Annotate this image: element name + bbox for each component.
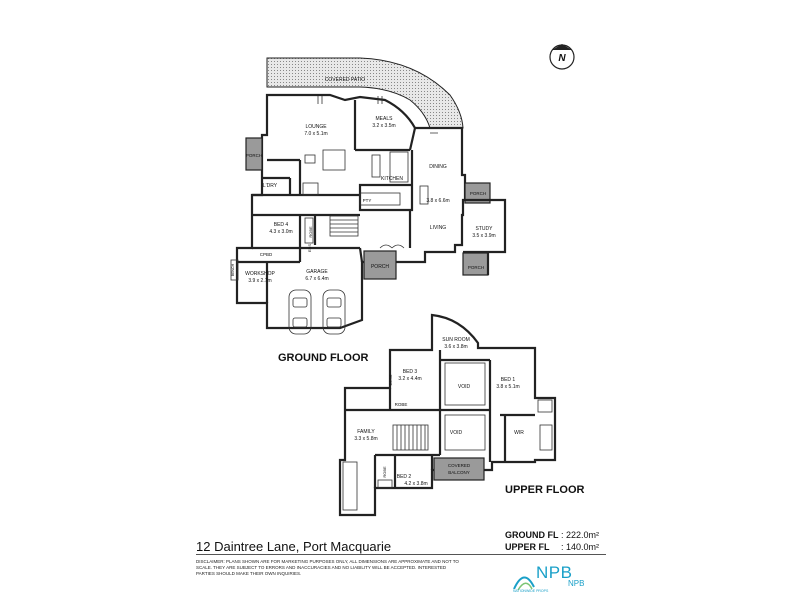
ground-fl-area-label: GROUND FL <box>505 530 559 540</box>
label-dining: DINING <box>429 164 447 170</box>
label-bed1-dim: 3.8 x 5.1m <box>496 384 519 390</box>
label-family: FAMILY <box>357 429 375 435</box>
label-porch-front: PORCH <box>371 264 389 270</box>
label-bench: BENCH <box>231 263 235 276</box>
label-bed2-dim: 4.2 x 3.8m <box>404 481 427 487</box>
npb-logo-icon <box>513 576 535 591</box>
label-porch-east: PORCH <box>470 191 486 196</box>
upper-floor-title: UPPER FLOOR <box>505 484 585 496</box>
label-bed4: BED 4 <box>274 222 289 228</box>
porch-east <box>464 182 491 204</box>
north-compass-icon: N <box>549 44 575 70</box>
label-sun-room-dim: 3.6 x 3.8m <box>444 344 467 350</box>
logo-text: NPB <box>536 563 573 582</box>
label-study-dim: 3.5 x 3.9m <box>472 233 495 239</box>
ground-fl-area-value: : 222.0m² <box>561 530 600 540</box>
label-garage-dim: 6.7 x 6.4m <box>305 276 328 282</box>
label-living-dim: 3.8 x 6.6m <box>426 198 449 204</box>
upper-fl-area-value: : 140.0m² <box>561 542 600 552</box>
ground-floor-plan <box>230 57 507 335</box>
label-ldry: L'DRY <box>263 183 278 189</box>
label-covered-balcony-1: COVERED <box>448 463 471 468</box>
upper-floor-plan <box>338 313 557 517</box>
label-wir: WIR <box>514 430 524 436</box>
label-bed2: BED 2 <box>397 474 412 480</box>
label-living: LIVING <box>430 225 447 231</box>
logo-sub-text: NPB <box>568 579 585 588</box>
logo-small-text: NATIONWIDE PROPS <box>513 589 549 593</box>
label-kitchen: KITCHEN <box>381 176 403 182</box>
label-robe-uf2: ROBE <box>382 466 387 478</box>
label-garage: GARAGE <box>306 269 328 275</box>
porch-south <box>462 252 489 276</box>
label-meals-dim: 3.2 x 3.5m <box>372 123 395 129</box>
upper-floor-labels: SUN ROOM 3.6 x 3.8m BED 3 3.2 x 4.4m DES… <box>354 337 524 487</box>
label-void-1: VOID <box>458 384 471 390</box>
label-pty: PTY <box>363 198 372 203</box>
porch-west <box>245 137 263 171</box>
footer-divider <box>196 554 606 555</box>
north-label: N <box>558 53 566 64</box>
label-robe-gf: ROBE <box>308 226 313 238</box>
label-robe-uf: ROBE <box>395 402 408 407</box>
label-bed1: BED 1 <box>501 377 516 383</box>
covered-patio-area <box>266 57 464 129</box>
label-bed3: BED 3 <box>403 369 418 375</box>
label-workshop: WORKSHOP <box>245 271 275 277</box>
label-ens: ENS <box>307 244 312 253</box>
label-sun-room: SUN ROOM <box>442 337 470 343</box>
property-address: 12 Daintree Lane, Port Macquarie <box>196 539 392 554</box>
label-lounge-dim: 7.0 x 5.1m <box>304 131 327 137</box>
label-bed3-dim: 3.2 x 4.4m <box>398 376 421 382</box>
label-void-2: VOID <box>450 430 463 436</box>
ground-floor-title: GROUND FLOOR <box>278 352 369 364</box>
disclaimer-text: Disclaimer: plans shown are for marketin… <box>196 559 459 576</box>
label-family-dim: 3.3 x 5.8m <box>354 436 377 442</box>
label-bed4-dim: 4.3 x 3.0m <box>269 229 292 235</box>
label-study: STUDY <box>476 226 494 232</box>
garage-cars <box>288 289 346 335</box>
ground-floor-labels: COVERED PATIO LOUNGE 7.0 x 5.1m MEALS 3.… <box>231 77 496 284</box>
label-covered-patio: COVERED PATIO <box>325 77 365 83</box>
label-porch-south: PORCH <box>468 265 484 270</box>
label-workshop-dim: 3.9 x 2.7m <box>248 278 271 284</box>
label-covered-balcony-2: BALCONY <box>448 470 470 475</box>
label-meals: MEALS <box>376 116 394 122</box>
label-lounge: LOUNGE <box>305 124 327 130</box>
label-porch-west: PORCH <box>246 153 262 158</box>
covered-balcony <box>433 457 485 481</box>
upper-fl-area-label: UPPER FL <box>505 542 550 552</box>
porch-front <box>363 250 397 280</box>
label-desk: DESK <box>388 374 393 385</box>
label-cpbd: CPBD <box>260 252 273 257</box>
